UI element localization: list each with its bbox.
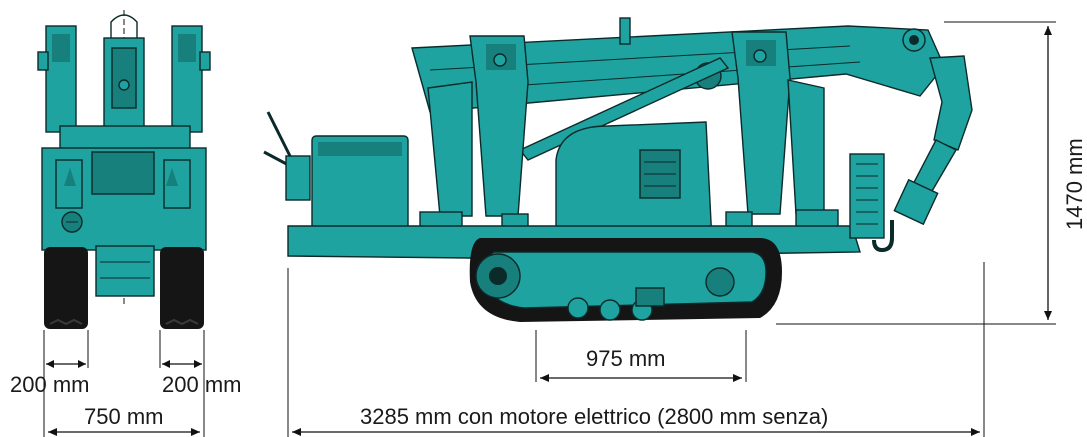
track-ground-length-label: 975 mm xyxy=(586,346,665,371)
track-width-right-label: 200 mm xyxy=(162,372,241,397)
dimension-lines xyxy=(43,21,1056,437)
height-label: 1470 mm xyxy=(1062,138,1087,230)
track-width-left-label: 200 mm xyxy=(10,372,89,397)
side-view-crane xyxy=(263,17,973,322)
front-view-crane xyxy=(37,10,211,329)
overall-length-label: 3285 mm con motore elettrico (2800 mm se… xyxy=(360,404,828,429)
overall-width-label: 750 mm xyxy=(84,404,163,429)
